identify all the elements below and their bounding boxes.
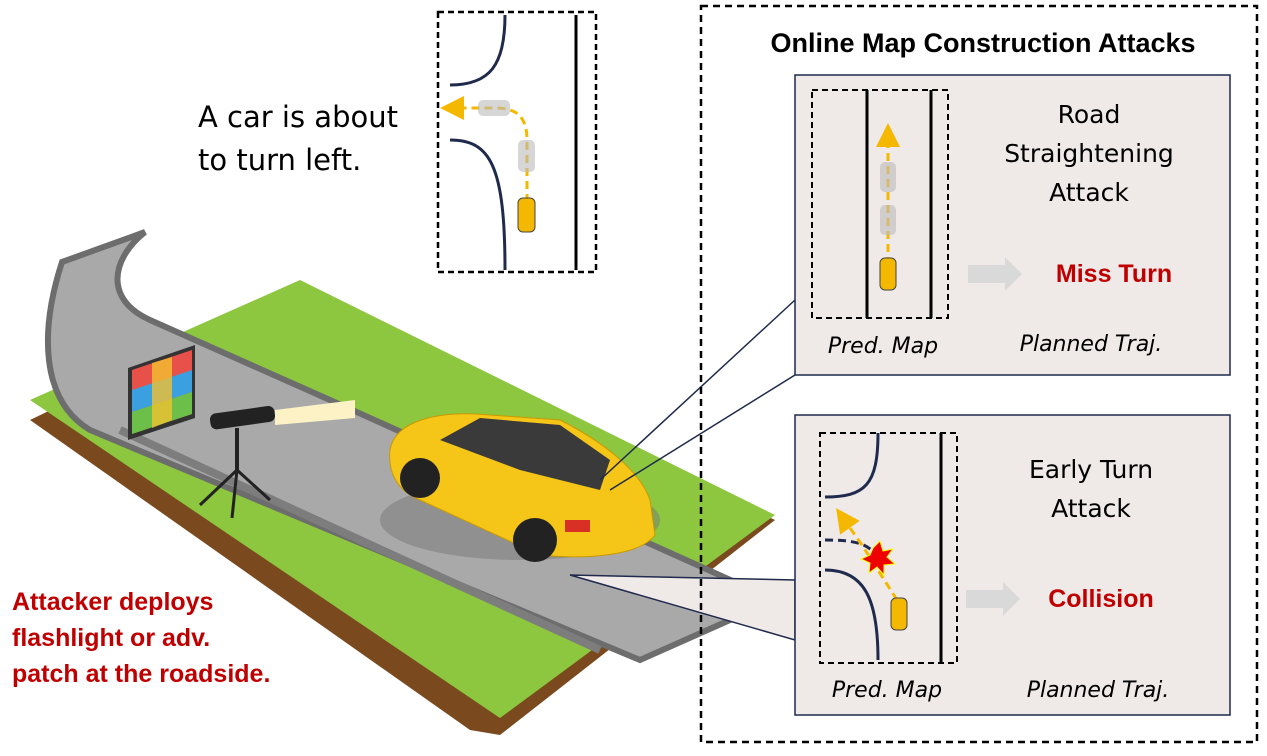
outcome-collision: Collision [1048, 585, 1154, 613]
yellow-car [380, 413, 660, 562]
flashlight-on-tripod [198, 400, 355, 519]
attacker-text-2: flashlight or adv. [12, 624, 210, 652]
road-straightening-panel [794, 74, 1231, 376]
car-icon [879, 257, 897, 291]
callout-line-top [599, 299, 796, 481]
collision-icon [859, 540, 897, 577]
inset-caption-2: to turn left. [198, 143, 361, 177]
attack-name-1-line2: Straightening [1004, 139, 1174, 168]
outcome-miss-turn: Miss Turn [1056, 260, 1172, 288]
car-icon [890, 597, 908, 631]
turn-left-inset [436, 10, 598, 274]
road-scene [30, 229, 796, 735]
arrow-icon [966, 582, 1020, 616]
callout-line-top-2 [609, 374, 796, 491]
arrow-icon [968, 257, 1022, 291]
car-icon [517, 197, 536, 233]
attack-name-1-line1: Road [1058, 100, 1121, 129]
adversarial-patch [128, 345, 195, 440]
attacker-text-1: Attacker deploys [12, 588, 213, 616]
attacks-container [699, 4, 1259, 744]
attack-name-2-line2: Attack [1051, 494, 1131, 523]
road-edge-left [118, 426, 602, 654]
pred-map-label-2: Pred. Map [832, 678, 942, 703]
inset-caption-1: A car is about [198, 100, 398, 134]
planned-traj-label-1: Planned Traj. [1020, 332, 1163, 357]
pred-map-label-1: Pred. Map [828, 334, 938, 359]
attacks-title: Online Map Construction Attacks [770, 28, 1195, 58]
planned-traj-label-2: Planned Traj. [1027, 678, 1170, 703]
attack-name-1-line3: Attack [1049, 178, 1129, 207]
attacker-text-3: patch at the roadside. [12, 660, 270, 688]
early-turn-panel [794, 414, 1231, 716]
attack-name-2-line1: Early Turn [1029, 455, 1153, 484]
